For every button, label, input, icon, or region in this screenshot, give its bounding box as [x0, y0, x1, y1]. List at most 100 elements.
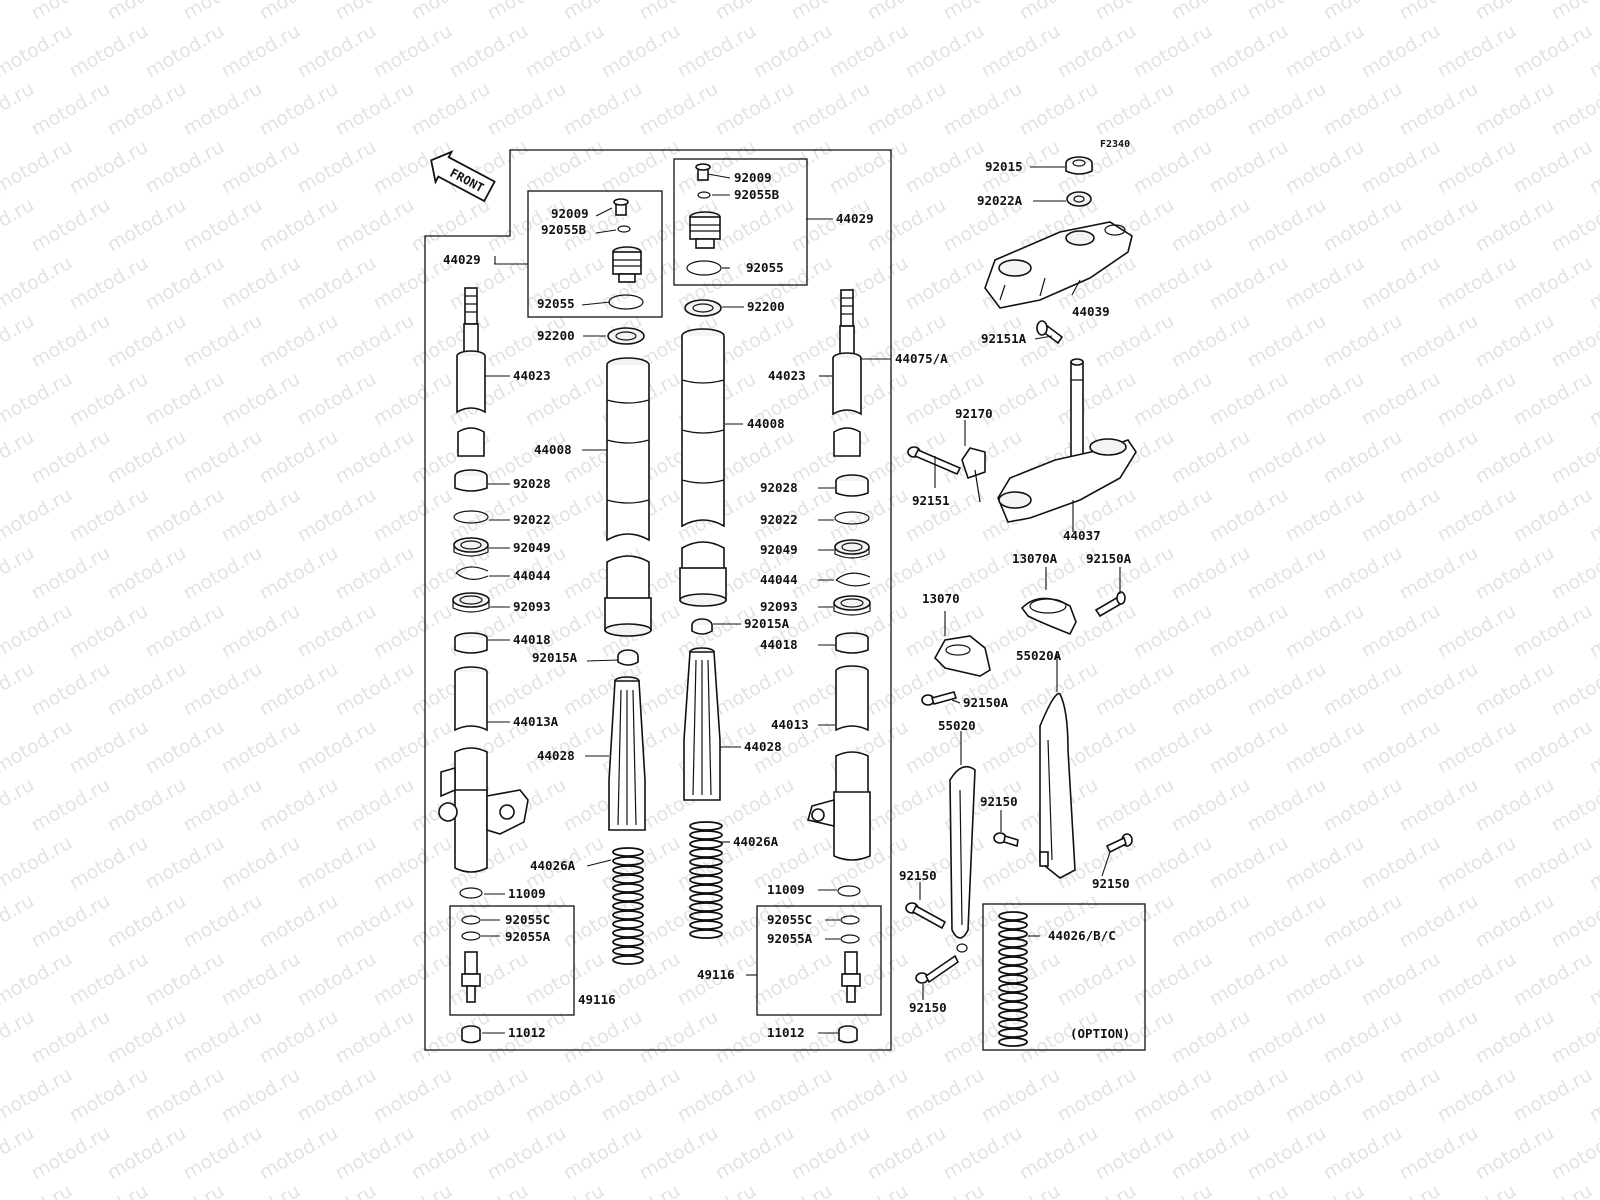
part-number-label: 92150 — [1092, 876, 1130, 891]
damper-cartridge-icon — [608, 676, 646, 831]
part-number-label: 92151A — [981, 331, 1027, 346]
dust-seal-icon — [452, 592, 490, 613]
part-number-label: 92150 — [899, 868, 937, 883]
steering-stem-icon — [997, 358, 1137, 523]
hose-clamp-a-icon — [1020, 597, 1077, 636]
fork-guard-a-icon — [1039, 692, 1076, 879]
washer-icon — [607, 327, 645, 345]
part-labels: 440299200992055B920559220044023440089202… — [443, 159, 1132, 1040]
front-arrow-icon: FRONT — [430, 150, 496, 203]
valve-assy-icon — [461, 951, 481, 1003]
part-number-label: 44028 — [537, 748, 575, 763]
part-number-label: 44023 — [768, 368, 806, 383]
part-number-label: 49116 — [697, 967, 735, 982]
part-number-label: 92055B — [734, 187, 780, 202]
guard-bolt-icon — [993, 832, 1019, 848]
cable-guide-icon — [961, 447, 986, 503]
guard-bolt-icon — [1105, 833, 1133, 854]
part-number-label: 13070A — [1012, 551, 1058, 566]
clamp-bolt-icon — [1036, 320, 1064, 345]
part-number-label: 92055B — [541, 222, 587, 237]
o-ring-c-icon — [461, 915, 481, 925]
part-number-label: 92022A — [977, 193, 1023, 208]
part-number-label: 11009 — [767, 882, 805, 897]
option-spring-icon — [998, 911, 1028, 1047]
washer-ring-icon — [834, 511, 870, 525]
o-ring-icon — [686, 260, 722, 276]
part-number-label: 92055A — [505, 929, 551, 944]
part-number-label: 55020 — [938, 718, 976, 733]
part-number-label: 92150 — [909, 1000, 947, 1015]
part-number-label: 44008 — [534, 442, 572, 457]
bushing-icon — [454, 469, 488, 492]
part-number-label: 44023 — [513, 368, 551, 383]
stem-nut-icon — [1065, 156, 1093, 175]
part-number-label: 44044 — [760, 572, 798, 587]
valve-group-box-right — [756, 905, 882, 1016]
part-number-label: 92015 — [985, 159, 1023, 174]
outer-tube-icon — [679, 328, 727, 607]
part-number-label: 49116 — [578, 992, 616, 1007]
guard-bolt-icon — [915, 954, 960, 984]
part-number-label: 44018 — [760, 637, 798, 652]
part-number-label: 92093 — [513, 599, 551, 614]
part-number-label: 92150A — [1086, 551, 1132, 566]
part-number-label: 92022 — [760, 512, 798, 527]
part-number-label: 44029 — [836, 211, 874, 226]
part-number-label: 92028 — [513, 476, 551, 491]
cap-group-box-left — [527, 190, 663, 318]
cap-group-box-right — [673, 158, 808, 286]
bolt-plug-icon — [838, 1025, 858, 1044]
part-number-label: 11009 — [508, 886, 546, 901]
part-number-label: 44075/A — [895, 351, 948, 366]
o-ring-icon — [608, 294, 644, 310]
hose-clamp-icon — [934, 635, 991, 677]
part-number-label: 44013A — [513, 714, 559, 729]
option-spring-box — [982, 903, 1146, 1051]
part-number-label: 92055C — [767, 912, 812, 927]
axle-holder-icon — [438, 766, 529, 873]
part-number-label: 92170 — [955, 406, 993, 421]
part-number-label: 11012 — [767, 1025, 805, 1040]
part-number-label: 92022 — [513, 512, 551, 527]
o-ring-a-icon — [461, 931, 481, 941]
part-number-label: 92015A — [744, 616, 790, 631]
oil-seal-icon — [453, 537, 489, 557]
guard-bolt-icon — [905, 902, 947, 930]
fork-cap-icon — [689, 211, 721, 249]
inner-tube-icon — [454, 666, 488, 794]
stopper-ring-icon — [455, 566, 489, 580]
part-number-label: 44018 — [513, 632, 551, 647]
bolt-plug-icon — [461, 1025, 481, 1044]
part-number-label: 92151 — [912, 493, 950, 508]
valve-assy-icon — [841, 951, 861, 1003]
o-ring-small-icon — [617, 225, 631, 233]
part-number-label: 13070 — [922, 591, 960, 606]
clamp-bolt-icon — [1094, 591, 1126, 618]
part-number-label: 92009 — [551, 206, 589, 221]
part-number-label: 44026/B/C — [1048, 928, 1116, 943]
part-number-label: 92055 — [746, 260, 784, 275]
part-number-label: 92200 — [537, 328, 575, 343]
o-ring-c-icon — [840, 915, 860, 925]
assembly-outline — [424, 149, 892, 1051]
part-number-label: 92150A — [963, 695, 1009, 710]
axle-holder-icon — [806, 791, 871, 861]
part-number-label: 44028 — [744, 739, 782, 754]
stopper-ring-icon — [835, 572, 871, 587]
washer-ring-icon — [453, 510, 489, 524]
bushing-icon — [835, 474, 869, 497]
dust-seal-icon — [833, 595, 871, 616]
fork-spring-icon — [689, 821, 723, 939]
inner-tube-icon — [835, 665, 869, 796]
part-number-label: 44044 — [513, 568, 551, 583]
figure-id: F2340 — [1100, 139, 1130, 150]
option-note: (OPTION) — [1070, 1026, 1130, 1041]
outer-tube-icon — [604, 357, 652, 637]
part-number-label: 92049 — [513, 540, 551, 555]
washer-icon — [684, 299, 722, 317]
damper-rod-icon — [456, 287, 486, 457]
part-number-label: 92009 — [734, 170, 772, 185]
stem-washer-icon — [1066, 191, 1092, 207]
